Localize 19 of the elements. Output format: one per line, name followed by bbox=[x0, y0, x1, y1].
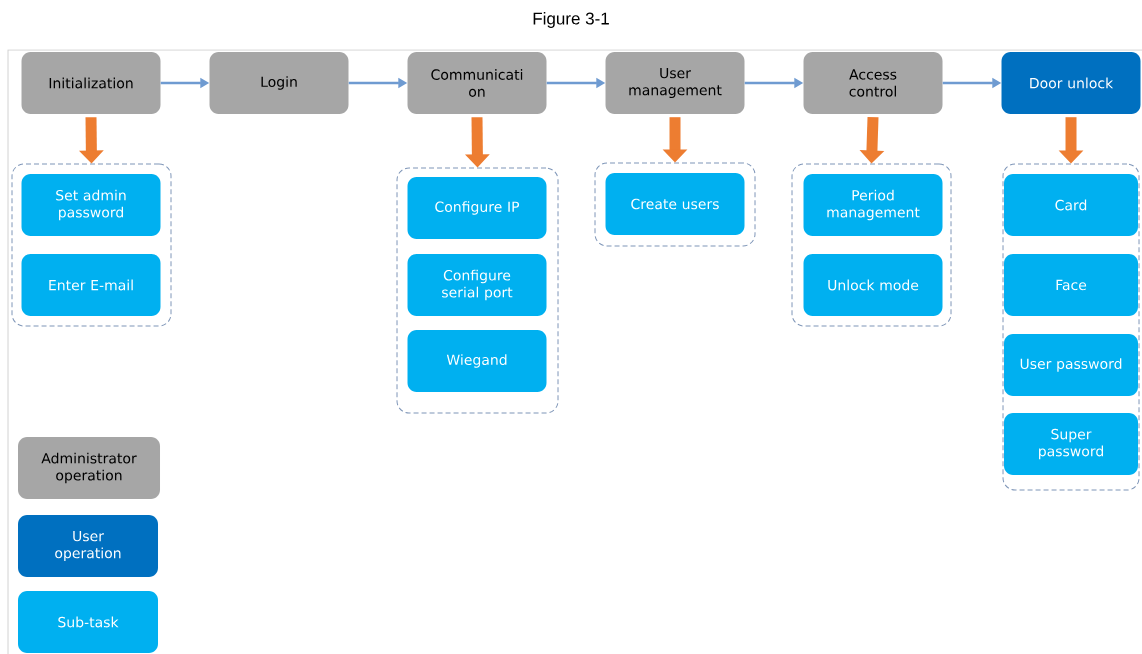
subtask-box: Face bbox=[1004, 254, 1138, 316]
process-box: Initialization bbox=[21, 52, 161, 114]
subtask-box: Wiegand bbox=[407, 330, 547, 392]
subtask-box: Enter E-mail bbox=[21, 254, 161, 316]
subtask-box: Create users bbox=[605, 173, 745, 235]
subtask-box: Set admin password bbox=[21, 174, 161, 236]
subtask-box: User password bbox=[1004, 334, 1138, 396]
subtask-box: Unlock mode bbox=[803, 254, 943, 316]
process-box: Access control bbox=[803, 52, 943, 114]
subtask-box: Period management bbox=[803, 174, 943, 236]
subtask-box: Super password bbox=[1004, 413, 1138, 475]
process-box: Communicati on bbox=[407, 52, 547, 114]
process-box: Door unlock bbox=[1001, 52, 1141, 114]
process-box: Login bbox=[209, 52, 349, 114]
subtask-box: Configure serial port bbox=[407, 254, 547, 316]
figure-title: Figure 3-1 bbox=[533, 12, 609, 28]
subtask-box: Card bbox=[1004, 174, 1138, 236]
process-box: User management bbox=[605, 52, 745, 114]
subtask-box: Configure IP bbox=[407, 177, 547, 239]
